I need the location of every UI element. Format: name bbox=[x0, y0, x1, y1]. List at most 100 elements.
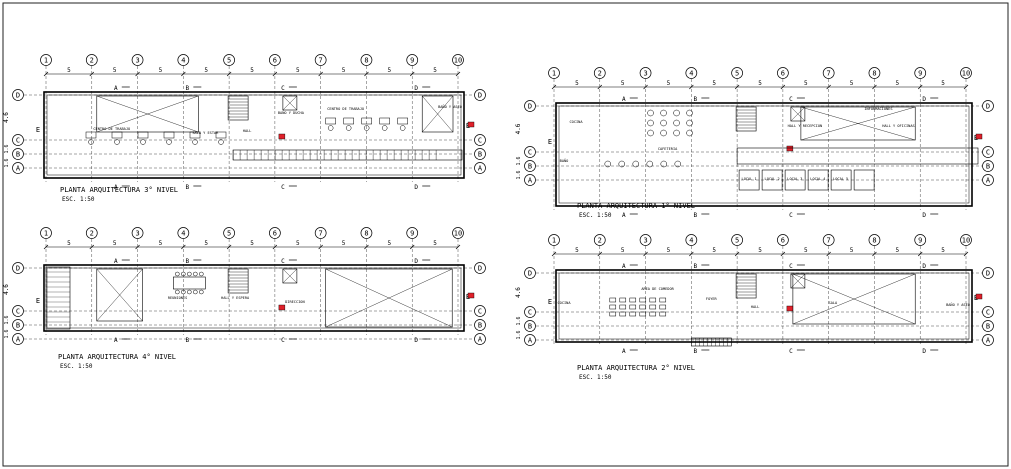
axis-bubble bbox=[868, 67, 881, 79]
dimension-tick bbox=[689, 84, 694, 90]
vertical-dimension: 1.6 bbox=[516, 316, 522, 325]
axis-number: 5 bbox=[735, 237, 739, 245]
axis-letter: E bbox=[548, 298, 552, 306]
span-dimension: 5 bbox=[896, 247, 900, 254]
dimension-tick bbox=[409, 244, 415, 250]
dining-table bbox=[659, 297, 667, 303]
room-label: BAÑO Y ASEO bbox=[438, 104, 462, 109]
axis-letter: B bbox=[478, 322, 482, 330]
section-mark: C bbox=[789, 96, 793, 103]
span-dimension: 5 bbox=[850, 80, 854, 87]
plan-1: 55555555512345678910DDCCBBAAEE4.61.61.6A… bbox=[515, 67, 994, 219]
chair bbox=[181, 271, 186, 277]
room-label: COCINA bbox=[570, 120, 584, 124]
axis-letter: D bbox=[528, 103, 532, 111]
plan-title: PLANTA ARQUITECTURA 2° NIVEL bbox=[577, 364, 695, 372]
plan-title: PLANTA ARQUITECTURA 4° NIVEL bbox=[58, 353, 176, 361]
axis-number: 6 bbox=[781, 237, 785, 245]
span-dimension: 5 bbox=[67, 240, 71, 247]
dimension-tick bbox=[643, 251, 648, 257]
axis-bubble bbox=[685, 67, 698, 79]
span-dimension: 5 bbox=[67, 67, 71, 74]
dimension-tick bbox=[455, 244, 461, 250]
axis-number: 1 bbox=[44, 230, 48, 238]
dimension-tick bbox=[826, 251, 831, 257]
axis-bubble bbox=[639, 234, 652, 246]
dimension-tick bbox=[917, 251, 923, 257]
axis-number: 10 bbox=[962, 70, 970, 78]
axis-bubble bbox=[452, 54, 464, 66]
axis-bubble bbox=[269, 227, 281, 239]
dimension-tick bbox=[551, 84, 557, 90]
dimension-tick bbox=[872, 84, 877, 90]
dimension-tick bbox=[226, 71, 232, 77]
section-mark: C bbox=[281, 85, 285, 92]
span-dimension: 5 bbox=[667, 80, 671, 87]
axis-bubble bbox=[360, 227, 373, 239]
plans-layer: 55555555512345678910DDCCBBAAEE4.61.61.6A… bbox=[3, 54, 994, 381]
axis-number: 8 bbox=[364, 230, 368, 238]
section-mark: A bbox=[622, 212, 626, 219]
axis-letter: B bbox=[16, 322, 20, 330]
axis-bubble bbox=[360, 54, 373, 66]
axis-bubble bbox=[524, 100, 536, 112]
cafe-table bbox=[632, 160, 640, 168]
axis-letter: E bbox=[548, 138, 552, 146]
dimension-tick bbox=[318, 71, 323, 77]
axis-bubble bbox=[474, 262, 486, 274]
dimension-tick bbox=[272, 71, 278, 77]
axis-number: 4 bbox=[689, 70, 693, 78]
axis-number: 7 bbox=[319, 230, 323, 238]
desk bbox=[379, 117, 390, 125]
dimension-tick bbox=[181, 244, 186, 250]
room-label: BAÑO bbox=[560, 158, 569, 163]
axis-bubble bbox=[822, 234, 835, 246]
void-cross bbox=[792, 273, 916, 325]
dimension-tick bbox=[455, 71, 461, 77]
section-mark: B bbox=[694, 96, 698, 103]
section-mark: B bbox=[186, 184, 190, 191]
span-dimension: 5 bbox=[575, 80, 579, 87]
axis-bubble bbox=[593, 67, 606, 79]
axis-bubble bbox=[223, 54, 235, 66]
axis-number: 3 bbox=[643, 70, 647, 78]
axis-letter: C bbox=[478, 137, 482, 145]
dining-table bbox=[609, 297, 617, 303]
chair bbox=[381, 125, 388, 131]
desk bbox=[111, 131, 123, 139]
room-label: DIRECCION bbox=[285, 300, 304, 304]
dining-table bbox=[639, 297, 647, 303]
chair bbox=[114, 139, 120, 145]
axis-bubble bbox=[982, 174, 994, 186]
axis-bubble bbox=[822, 67, 835, 79]
room-label: LOCAL 1 bbox=[742, 177, 757, 181]
span-dimension: 5 bbox=[159, 67, 163, 74]
axis-bubble bbox=[524, 267, 536, 279]
elevator-cross bbox=[282, 268, 298, 284]
vertical-dimension: 4.6 bbox=[3, 284, 10, 295]
room-label: COCINA bbox=[558, 301, 572, 305]
void-cross bbox=[325, 268, 453, 328]
vertical-dimension: 1.6 bbox=[4, 329, 10, 338]
axis-number: 7 bbox=[827, 70, 831, 78]
chair bbox=[192, 139, 198, 145]
chair bbox=[187, 271, 192, 277]
axis-bubble bbox=[593, 234, 606, 246]
dining-table bbox=[649, 304, 657, 310]
section-mark: C bbox=[789, 212, 793, 219]
span-dimension: 5 bbox=[850, 247, 854, 254]
plan-3: 55555555512345678910DDCCBBAAEE4.61.61.6A… bbox=[3, 54, 486, 203]
dimension-tick bbox=[597, 84, 603, 90]
void-area bbox=[792, 273, 916, 325]
section-mark: B bbox=[694, 348, 698, 355]
cafe-table bbox=[686, 129, 693, 137]
chair bbox=[327, 125, 334, 131]
axis-bubble bbox=[524, 320, 536, 332]
cafe-table bbox=[618, 160, 626, 168]
dimension-tick bbox=[963, 84, 969, 90]
span-dimension: 5 bbox=[296, 240, 300, 247]
section-mark: C bbox=[789, 263, 793, 270]
section-mark: D bbox=[414, 337, 418, 344]
cafe-table bbox=[673, 129, 680, 137]
vertical-dimension: 1.6 bbox=[516, 170, 522, 179]
